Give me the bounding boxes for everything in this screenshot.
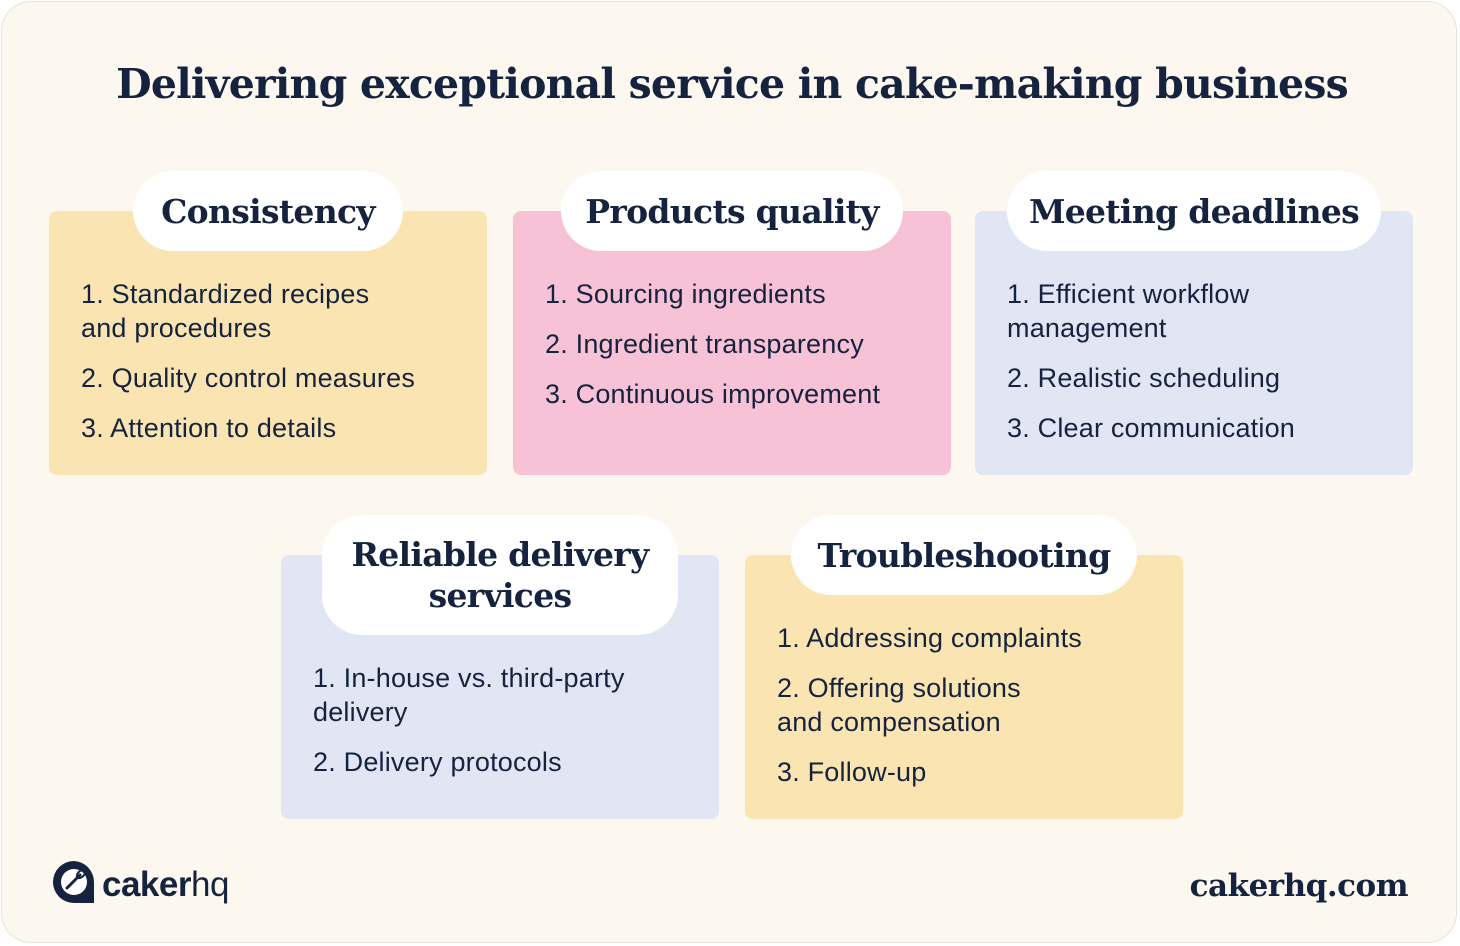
card-troubleshooting-list: 1. Addressing complaints 2. Offering sol… xyxy=(777,621,1167,805)
list-item: 1. Sourcing ingredients xyxy=(545,279,826,309)
list-item: 3. Follow-up xyxy=(777,757,927,787)
card-meeting-deadlines xyxy=(975,211,1413,475)
list-item: 2. Ingredient transparency xyxy=(545,329,864,359)
card-meeting-deadlines-list: 1. Efficient workflow management 2. Real… xyxy=(1007,277,1397,461)
list-item: 2. Realistic scheduling xyxy=(1007,363,1281,393)
card-troubleshooting-heading: Troubleshooting xyxy=(791,515,1137,595)
list-item: 3. Attention to details xyxy=(81,413,337,443)
card-reliable-delivery-heading: Reliable delivery services xyxy=(322,515,678,635)
list-item: 1. In-house vs. third-party delivery xyxy=(313,663,625,727)
list-item: 3. Clear communication xyxy=(1007,413,1296,443)
card-consistency-list: 1. Standardized recipes and procedures 2… xyxy=(81,277,471,461)
list-item: 1. Efficient workflow management xyxy=(1007,279,1250,343)
card-reliable-delivery-list: 1. In-house vs. third-party delivery 2. … xyxy=(313,661,703,795)
card-consistency xyxy=(49,211,487,475)
list-item: 1. Addressing complaints xyxy=(777,623,1082,653)
list-item: 2. Delivery protocols xyxy=(313,747,562,777)
card-products-quality xyxy=(513,211,951,475)
card-products-quality-heading: Products quality xyxy=(561,171,903,251)
cakerhq-logo: cakerhq xyxy=(50,858,229,911)
site-url: cakerhq.com xyxy=(1189,868,1409,904)
card-troubleshooting xyxy=(745,555,1183,819)
logo-wordmark: cakerhq xyxy=(102,865,229,905)
page-title: Delivering exceptional service in cake-m… xyxy=(116,60,1349,108)
logo-wordmark-bold: caker xyxy=(102,864,191,904)
list-item: 2. Quality control measures xyxy=(81,363,416,393)
card-products-quality-list: 1. Sourcing ingredients 2. Ingredient tr… xyxy=(545,277,935,427)
card-meeting-deadlines-heading: Meeting deadlines xyxy=(1007,171,1381,251)
list-item: 3. Continuous improvement xyxy=(545,379,881,409)
list-item: 2. Offering solutions and compensation xyxy=(777,673,1021,737)
logo-wordmark-light: hq xyxy=(190,864,229,904)
whisk-chat-bubble-icon xyxy=(50,858,98,911)
list-item: 1. Standardized recipes and procedures xyxy=(81,279,370,343)
card-consistency-heading: Consistency xyxy=(133,171,403,251)
